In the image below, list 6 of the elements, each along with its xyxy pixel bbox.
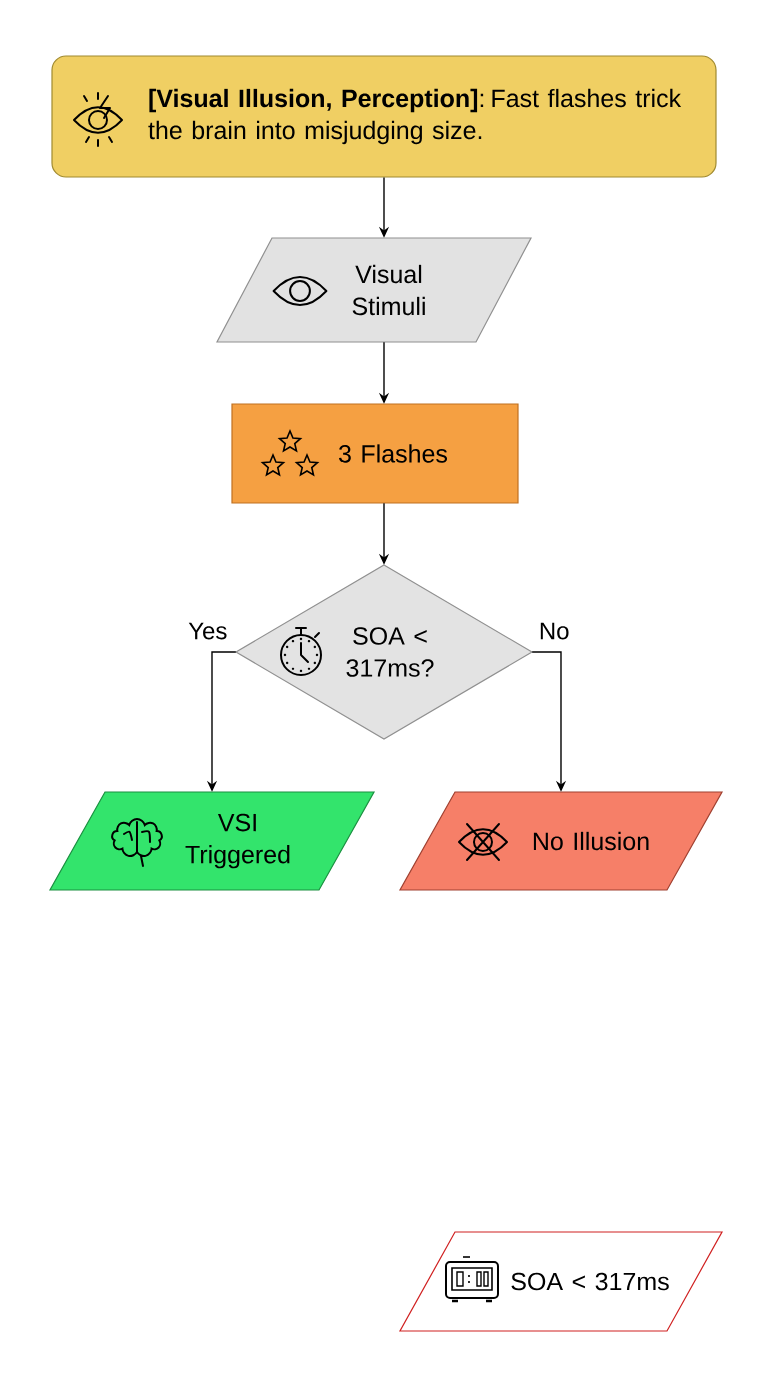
process-box: 3 Flashes — [231, 403, 519, 504]
edge-label: No — [537, 621, 571, 641]
edge-label: Yes — [187, 621, 229, 641]
input-parallelogram: Visual Stimuli — [216, 237, 532, 343]
note-parallelogram: SOA < 317ms — [399, 1231, 723, 1332]
title-box: [Visual Illusion, Perception]: Fast flashes trick the brain into misjudging size. — [51, 55, 717, 178]
